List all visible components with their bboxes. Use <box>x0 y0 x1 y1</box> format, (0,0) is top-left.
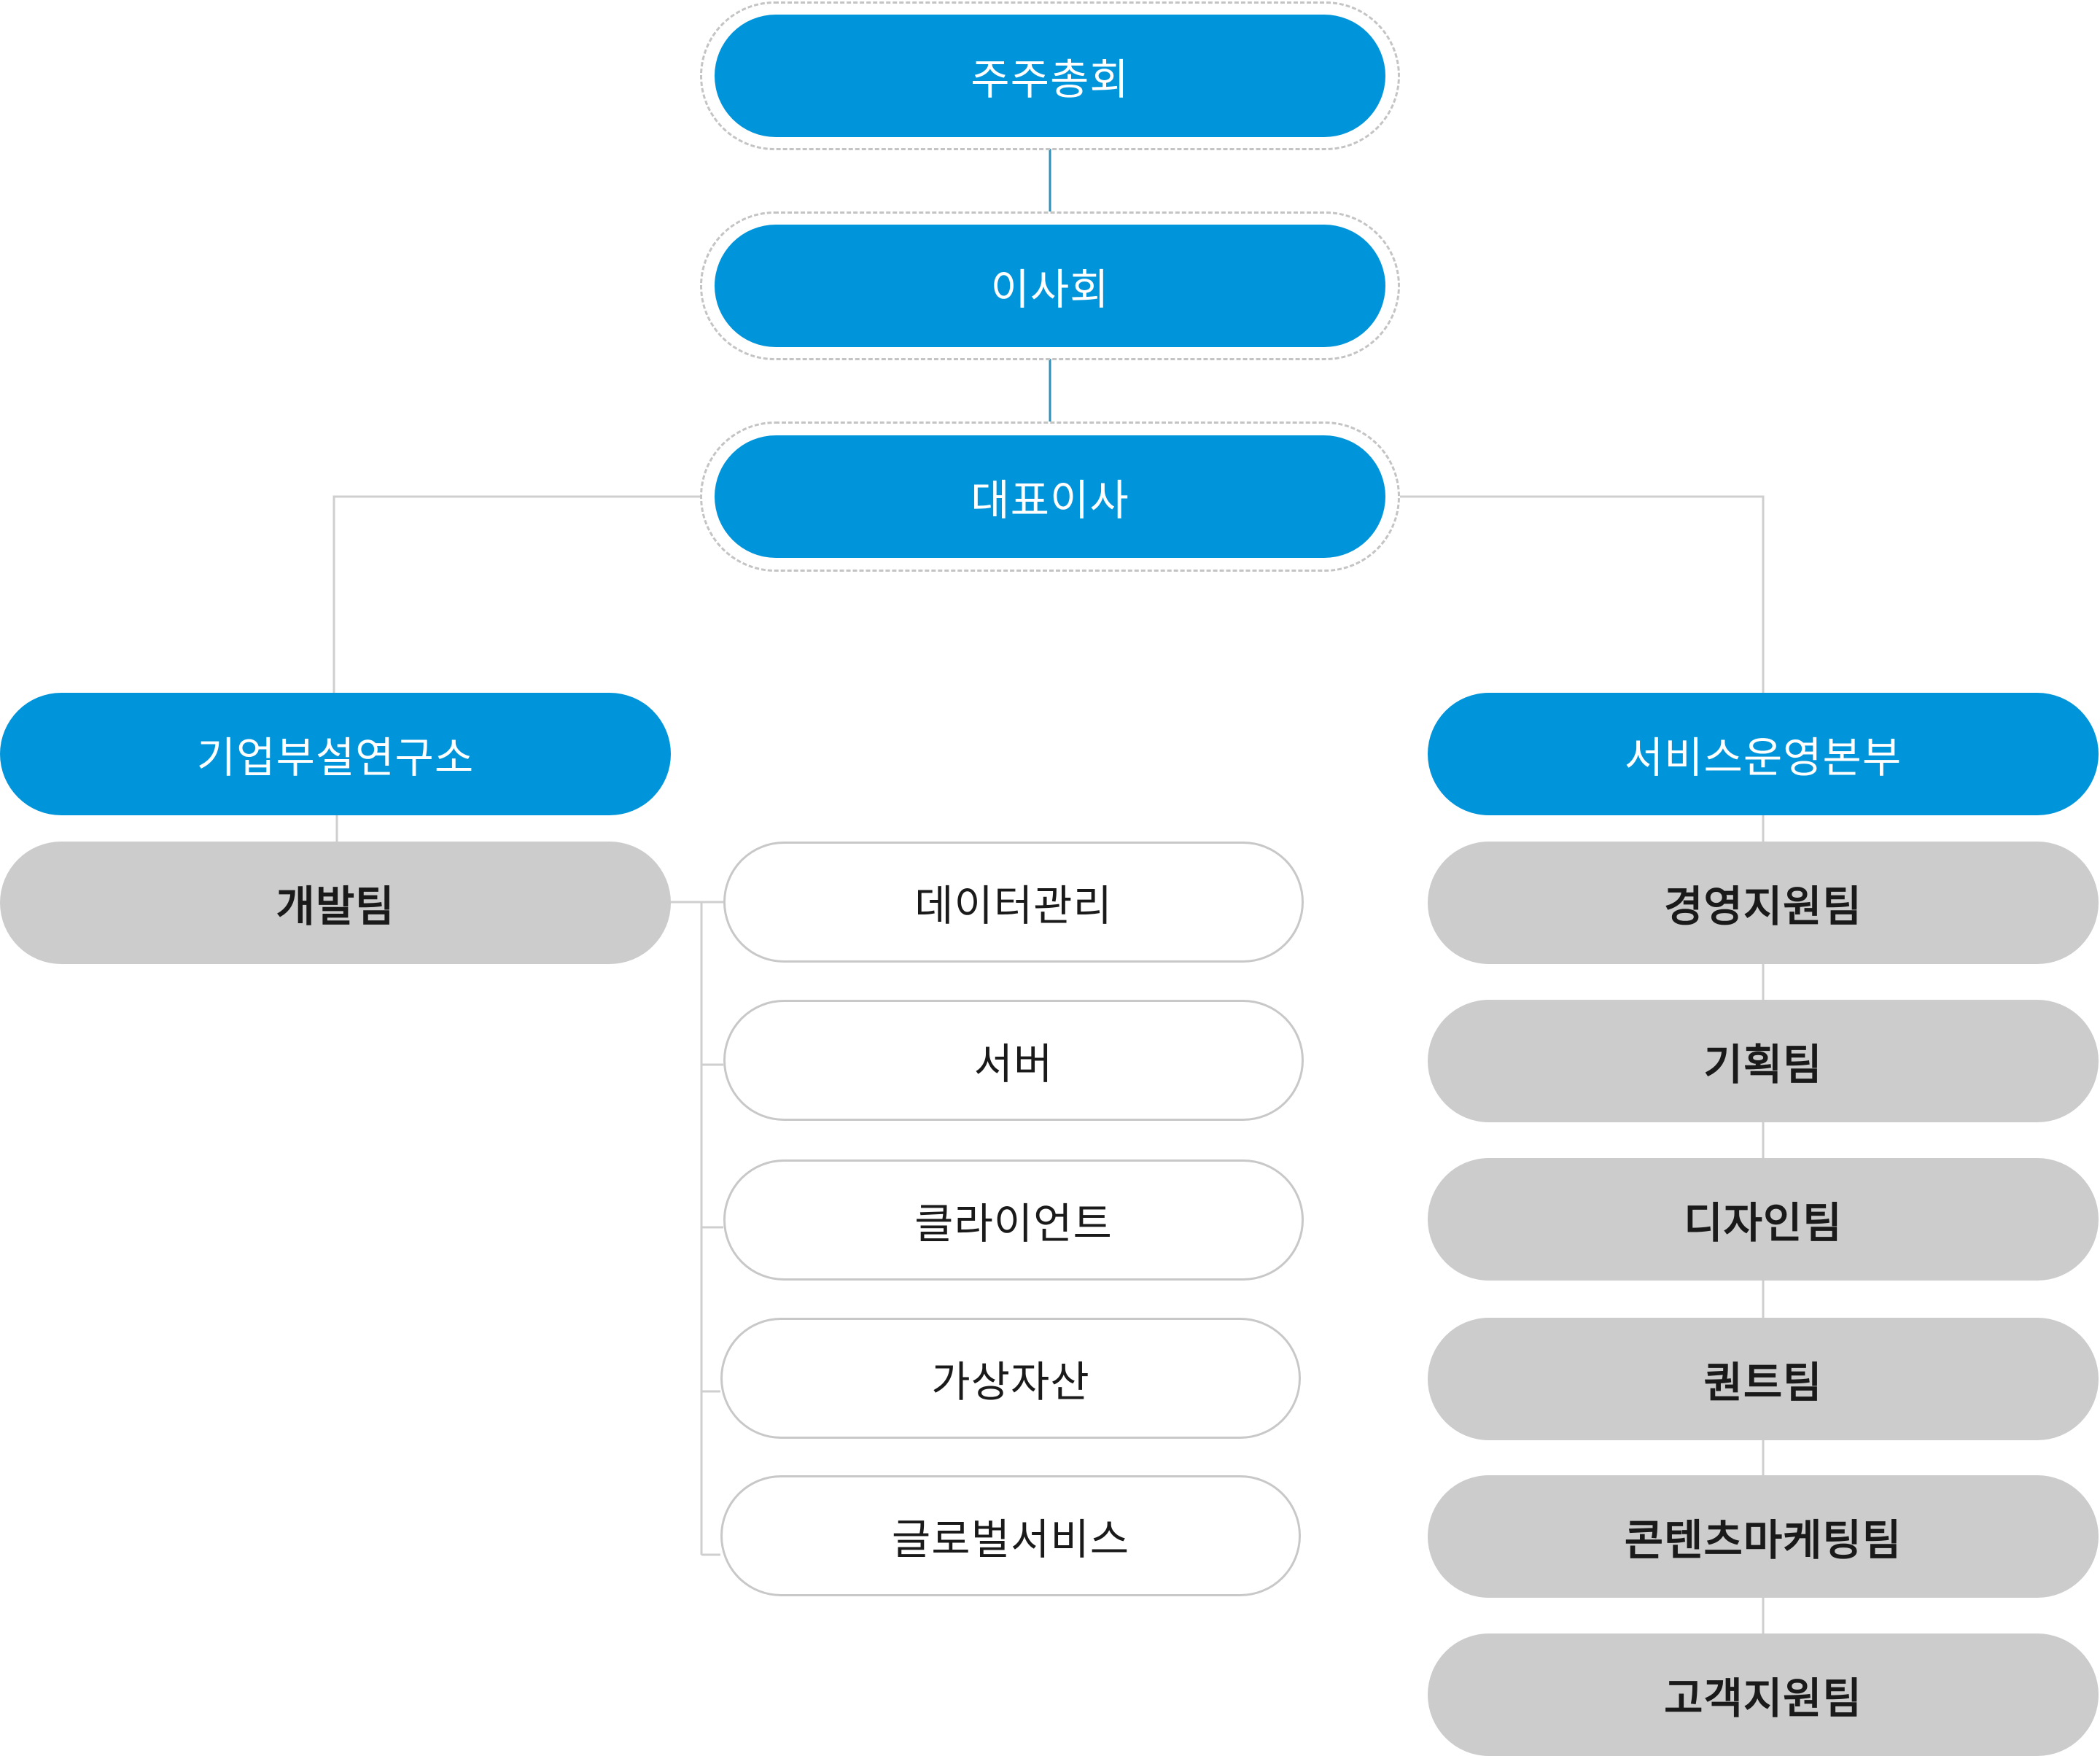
node-team-design[interactable]: 디자인팀 <box>1428 1158 2099 1281</box>
node-team-plan[interactable]: 기획팀 <box>1428 1000 2099 1122</box>
node-service-hq[interactable]: 서비스운영본부 <box>1428 693 2099 815</box>
node-team-mgmt[interactable]: 경영지원팀 <box>1428 842 2099 964</box>
node-subunit-data[interactable]: 데이터관리 <box>723 842 1304 963</box>
node-subunit-server[interactable]: 서버 <box>723 1000 1304 1121</box>
node-ceo[interactable]: 대표이사 <box>715 435 1385 558</box>
board-ring <box>700 211 1400 360</box>
shareholders-ring <box>700 1 1400 150</box>
node-team-content[interactable]: 콘텐츠마케팅팀 <box>1428 1475 2099 1598</box>
node-rnd[interactable]: 기업부설연구소 <box>0 693 671 815</box>
node-subunit-crypto[interactable]: 가상자산 <box>720 1318 1301 1439</box>
node-shareholders[interactable]: 주주총회 <box>715 15 1385 137</box>
node-team-quant[interactable]: 퀀트팀 <box>1428 1318 2099 1440</box>
ceo-ring <box>700 421 1400 572</box>
node-dev-team[interactable]: 개발팀 <box>0 842 671 964</box>
node-board[interactable]: 이사회 <box>715 225 1385 347</box>
connector-ceo-service <box>1400 495 1765 693</box>
node-team-cs[interactable]: 고객지원팀 <box>1428 1633 2099 1756</box>
node-subunit-client[interactable]: 클라이언트 <box>723 1159 1304 1281</box>
connector-ceo-rnd <box>332 495 700 693</box>
node-subunit-global[interactable]: 글로벌서비스 <box>720 1475 1301 1596</box>
